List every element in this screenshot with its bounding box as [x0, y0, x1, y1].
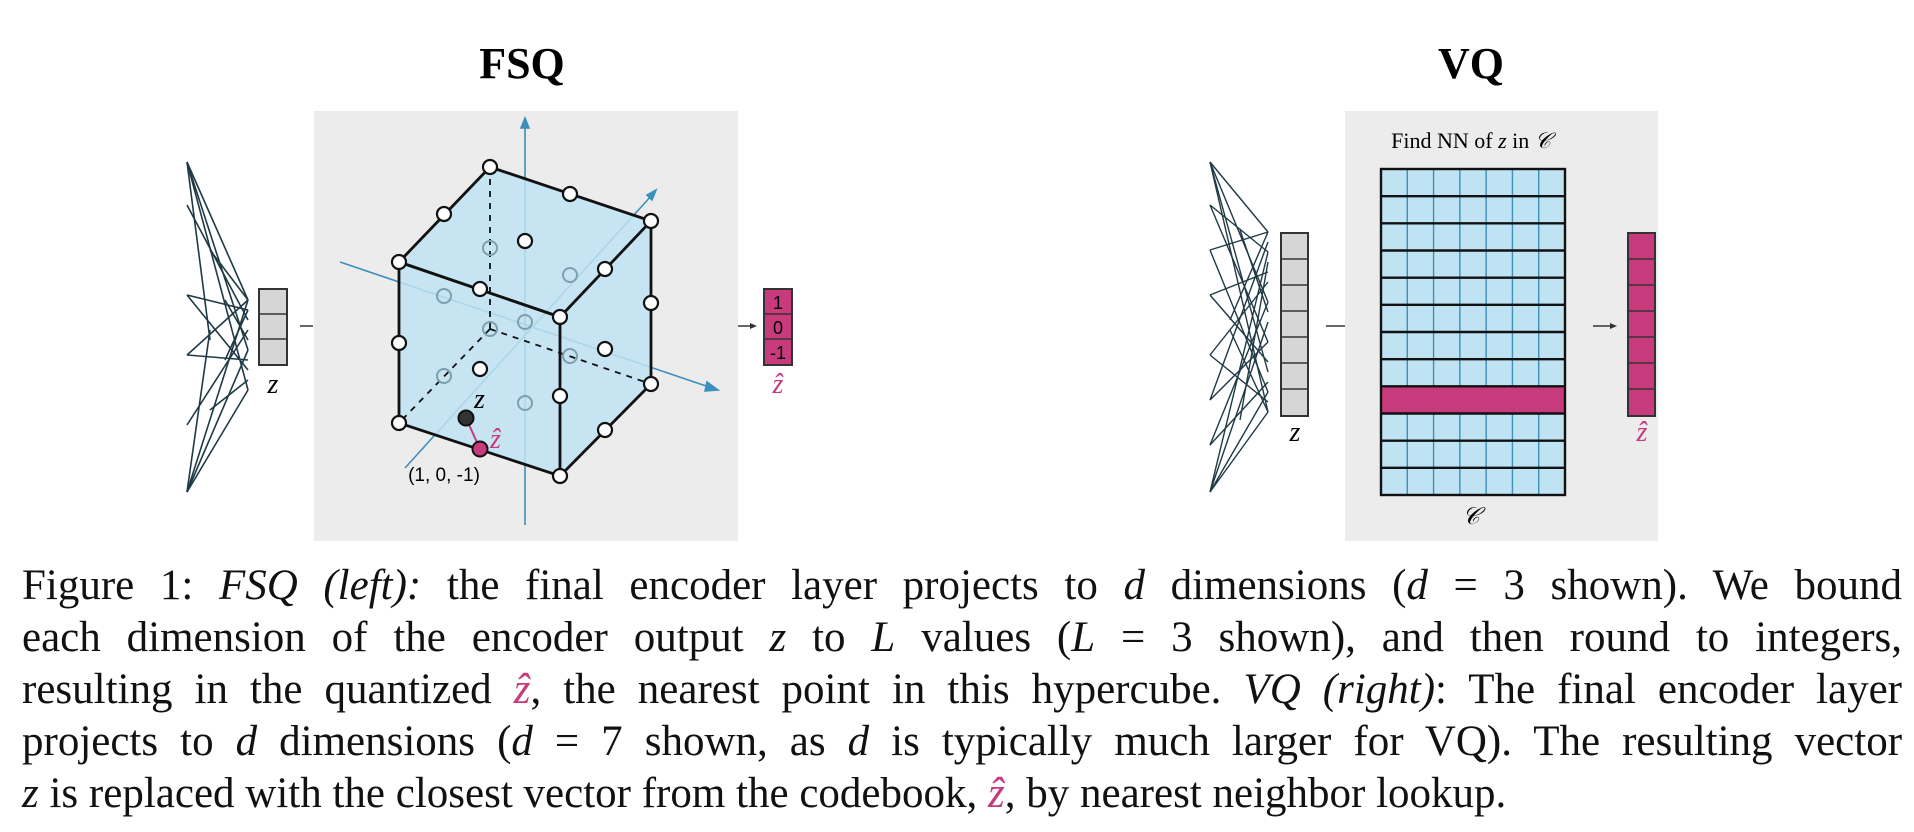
vq-zhat-label: ẑ — [1636, 417, 1649, 448]
figure-caption: Figure 1: FSQ (left): the final encoder … — [22, 560, 1902, 820]
fsq-z-label: z — [267, 369, 279, 400]
vq-output-vector — [1627, 232, 1656, 417]
fsq-zhat-label: ẑ — [772, 369, 785, 400]
fsq-latent-vector — [258, 288, 288, 366]
fsq-point-zhat-label: ẑ — [489, 424, 502, 455]
fsq-encoder-network — [186, 161, 249, 493]
vq-codebook-grid — [1379, 167, 1567, 497]
fsq-output-value: -1 — [770, 343, 786, 363]
fsq-cube — [390, 158, 660, 485]
fsq-point-z-label: z — [473, 384, 485, 415]
vq-selected-code-row — [1381, 386, 1565, 414]
vq-latent-vector — [1280, 232, 1309, 417]
vq-encoder-network — [1209, 161, 1269, 493]
fsq-zhat-point — [471, 440, 489, 458]
caption-line: z is replaced with the closest vector fr… — [22, 770, 1507, 817]
figure-canvas: FSQ z — [186, 39, 1658, 541]
fsq-z-point — [457, 409, 475, 427]
fsq-output-value: 1 — [773, 293, 783, 313]
vq-z-label: z — [1289, 417, 1301, 448]
vq-codebook-title: Find NN of z in 𝒞 — [1391, 128, 1557, 153]
fsq-output-value: 0 — [773, 318, 783, 338]
fsq-output-vector: 1 0 -1 — [763, 288, 793, 366]
caption-line: resulting in the quantized ẑ, the neares… — [22, 666, 1902, 713]
caption-line: projects to d dimensions (d = 7 shown, a… — [22, 718, 1903, 765]
caption-line: each dimension of the encoder output z t… — [22, 614, 1903, 661]
vq-title: VQ — [1438, 39, 1504, 88]
fsq-coord-label: (1, 0, -1) — [408, 465, 480, 486]
caption-line: Figure 1: FSQ (left): the final encoder … — [22, 562, 1902, 609]
fsq-title: FSQ — [479, 39, 565, 88]
